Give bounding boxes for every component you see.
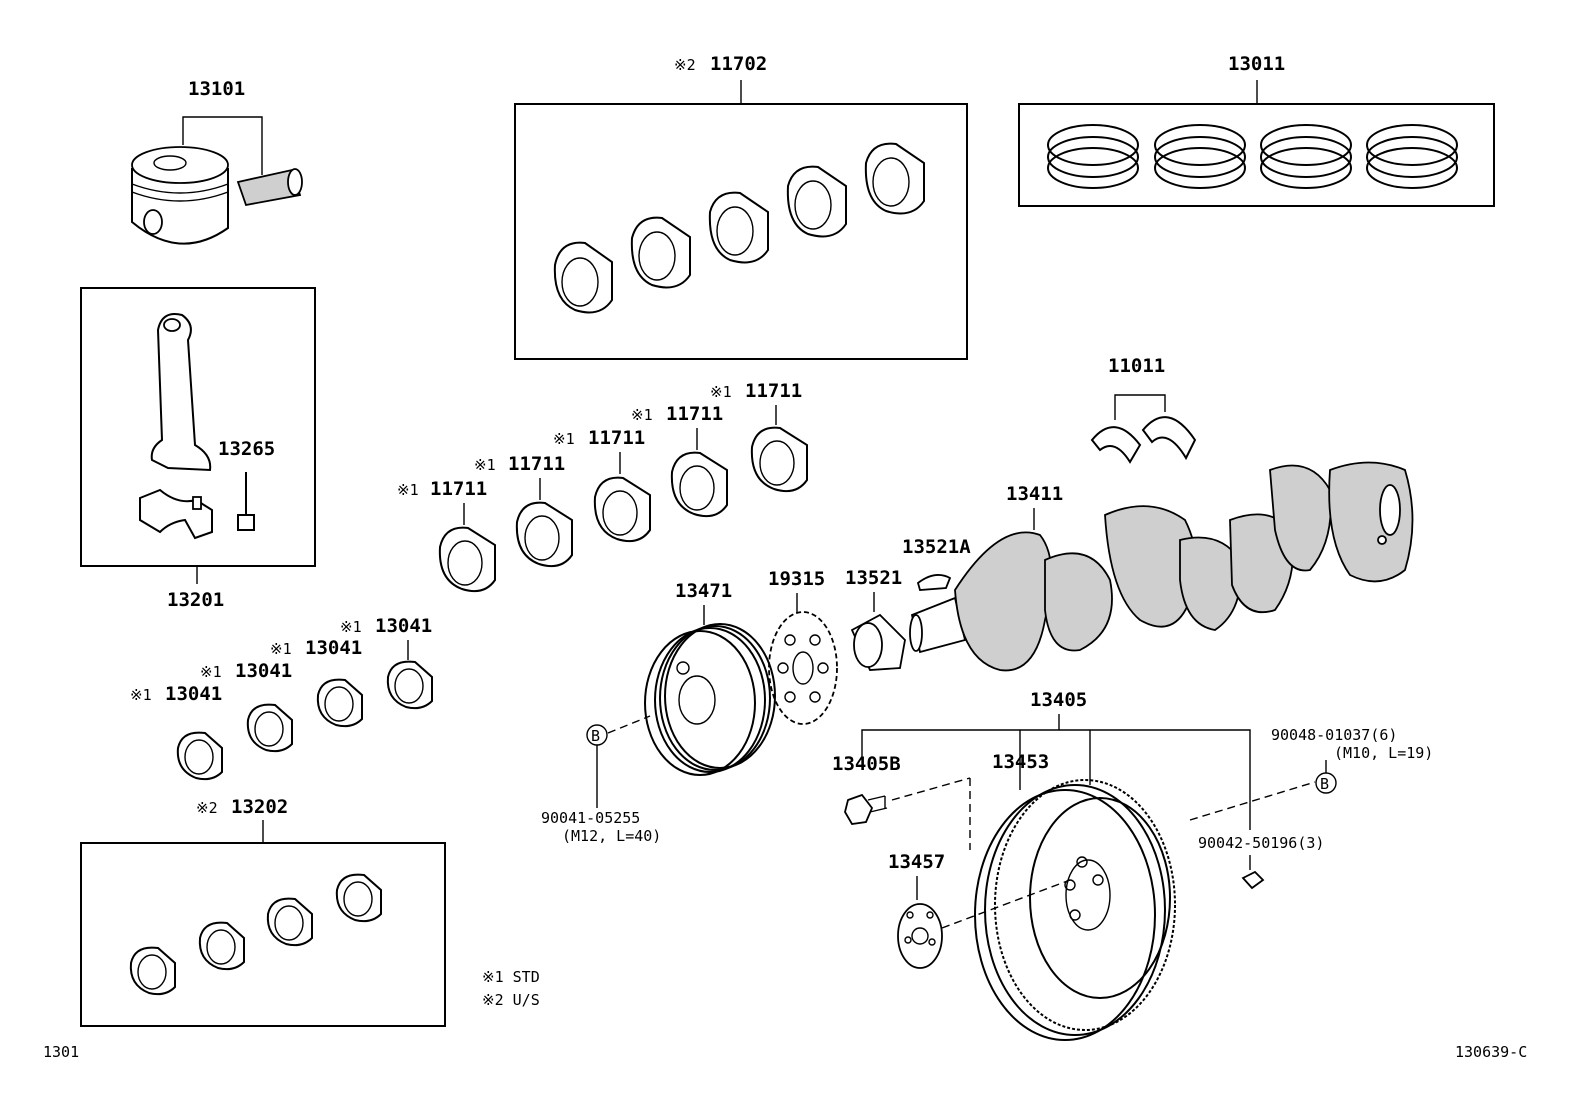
bearing-shell	[335, 873, 382, 923]
label-11711: 11711	[508, 453, 565, 475]
crank-pulley: 13471	[644, 580, 776, 776]
label-11711: 11711	[588, 427, 645, 449]
bearing-callout: ※1 13041	[200, 660, 293, 753]
bearing-callout: ※1 13041	[270, 637, 363, 728]
footer-figure-code: 130639-C	[1455, 1043, 1527, 1061]
piston-assembly: 13101	[131, 78, 303, 245]
label-13521: 13521	[845, 567, 902, 589]
bearing-shell	[708, 191, 769, 264]
crank-timing-gear: 13521	[845, 567, 906, 671]
footer-section-code: 1301	[43, 1043, 79, 1061]
label-11711: 11711	[745, 380, 802, 402]
note-marker: ※1	[340, 618, 362, 636]
ring-set	[1154, 124, 1246, 189]
note-marker: ※1	[270, 640, 292, 658]
thrust-washers: 11011	[1090, 355, 1197, 464]
bearing-shell	[630, 216, 691, 289]
bearing-callout: ※1 11711	[474, 453, 573, 568]
label-11711: 11711	[666, 403, 723, 425]
label-13471: 13471	[675, 580, 732, 602]
crankshaft: 13411	[909, 461, 1414, 672]
bearing-callout: ※1 11711	[631, 403, 728, 518]
conrod-bearings-13041: ※1 13041 ※1 13041 ※1 13041 ※1 13041	[130, 615, 433, 781]
label-13457: 13457	[888, 851, 945, 873]
bearing-callout: ※1 11711	[553, 427, 651, 543]
label-13405: 13405	[1030, 689, 1087, 711]
label-90042-50196: 90042-50196(3)	[1198, 834, 1324, 852]
connecting-rod-assembly: 13265 13201	[80, 287, 316, 611]
bearing-shell	[553, 241, 613, 314]
label-13201: 13201	[167, 589, 224, 611]
label-13202: 13202	[231, 796, 288, 818]
spec-m10: (M10, L=19)	[1334, 744, 1433, 762]
bearing-callout: ※1 13041	[340, 615, 433, 710]
bearing-shell	[266, 897, 313, 947]
label-13041: 13041	[375, 615, 432, 637]
label-90048-01037: 90048-01037(6)	[1271, 726, 1397, 744]
label-13265: 13265	[218, 438, 275, 460]
ring-set	[1260, 124, 1352, 189]
conrod-bearing-set-box: ※2 13202	[80, 796, 446, 1027]
bearing-shell	[786, 165, 847, 238]
note-marker: ※1	[710, 383, 732, 401]
note-marker: ※1	[200, 663, 222, 681]
woodruff-key: 13521A	[902, 536, 971, 591]
note-marker: ※1	[397, 481, 419, 499]
ring-set	[1047, 124, 1139, 189]
note-marker: ※1	[553, 430, 575, 448]
bearing-shell	[198, 921, 245, 971]
label-13521a: 13521A	[902, 536, 971, 558]
crank-bearings-11711: ※1 11711 ※1 11711 ※1 11711 ※1 11711	[397, 380, 808, 593]
label-13011: 13011	[1228, 53, 1285, 75]
spec-m12: (M12, L=40)	[562, 827, 661, 845]
note-marker: ※1	[474, 456, 496, 474]
bearing-callout: ※1 11711	[710, 380, 808, 493]
bearing-shell	[864, 142, 925, 215]
ref-b-icon: B	[591, 727, 600, 745]
main-bearing-set-box: ※2 11702	[514, 53, 968, 360]
label-11711: 11711	[430, 478, 487, 500]
label-11702: 11702	[710, 53, 767, 75]
label-13041: 13041	[235, 660, 292, 682]
ring-set	[1366, 124, 1458, 189]
legend: ※1 STD ※2 U/S	[482, 968, 540, 1009]
timing-rotor: 19315	[768, 568, 838, 725]
note-marker-11702: ※2	[674, 56, 696, 74]
bearing-callout: ※1 11711	[397, 478, 496, 593]
label-13453: 13453	[992, 751, 1049, 773]
note-marker: ※1	[130, 686, 152, 704]
label-13101: 13101	[188, 78, 245, 100]
label-13041: 13041	[165, 683, 222, 705]
pulley-bolt-callout: B 90041-05255 (M12, L=40)	[541, 715, 661, 845]
label-19315: 19315	[768, 568, 825, 590]
legend-std: ※1 STD	[482, 968, 540, 986]
legend-us: ※2 U/S	[482, 991, 540, 1009]
bearing-callout: ※1 13041	[130, 683, 223, 781]
piston-ring-set-box: 13011	[1018, 53, 1495, 207]
note-marker-13202: ※2	[196, 799, 218, 817]
label-13411: 13411	[1006, 483, 1063, 505]
label-90041-05255: 90041-05255	[541, 809, 640, 827]
label-11011: 11011	[1108, 355, 1165, 377]
bearing-shell	[129, 946, 176, 996]
label-13405b: 13405B	[832, 753, 901, 775]
note-marker: ※1	[631, 406, 653, 424]
flywheel-assembly: 13405 13405B 13453 13457 B 90048-01037(6…	[832, 689, 1433, 1041]
ref-b-icon: B	[1320, 775, 1329, 793]
label-13041: 13041	[305, 637, 362, 659]
